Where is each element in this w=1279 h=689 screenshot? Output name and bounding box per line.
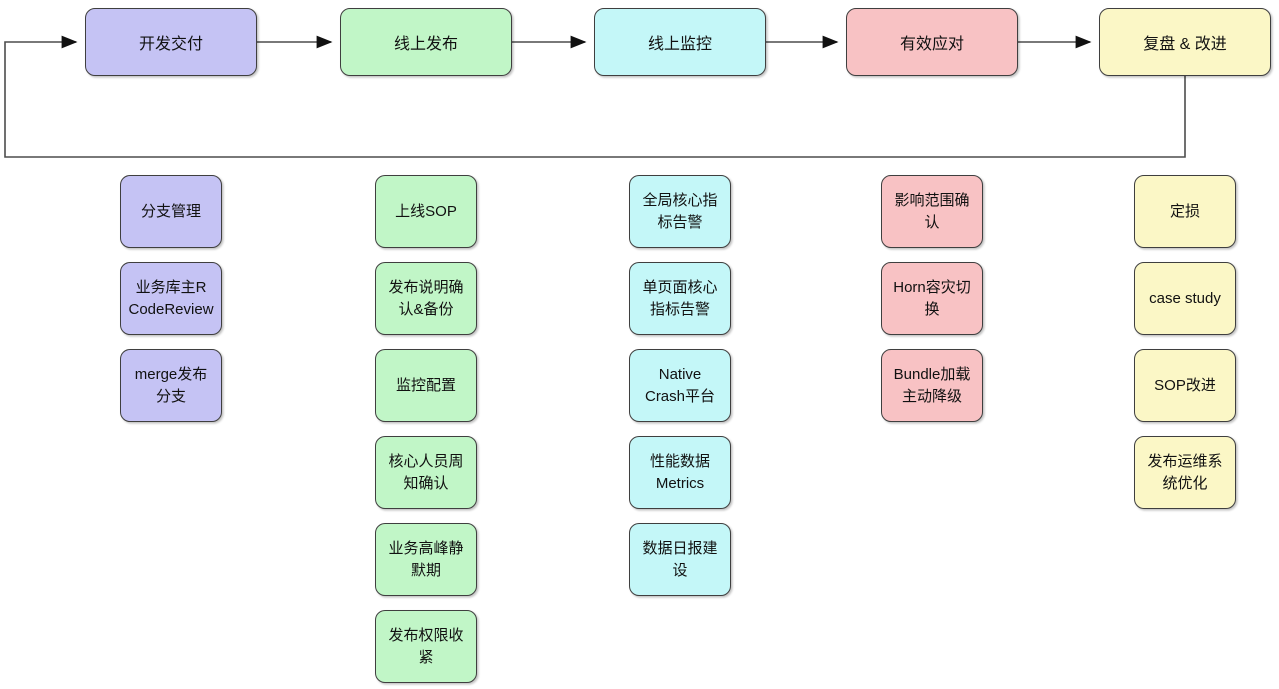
stage-node: 有效应对 <box>846 8 1018 76</box>
stage-item: 数据日报建设 <box>629 523 731 596</box>
stage-item: 单页面核心指标告警 <box>629 262 731 335</box>
stage-item: 影响范围确认 <box>881 175 983 248</box>
item-label: 业务高峰静默期 <box>388 539 464 579</box>
item-label: 单页面核心指标告警 <box>642 278 718 318</box>
stage-item: Horn容灾切换 <box>881 262 983 335</box>
stage-node: 复盘 & 改进 <box>1099 8 1271 76</box>
item-label: 上线SOP <box>395 202 457 220</box>
item-label: 分支管理 <box>140 202 201 220</box>
stage-label: 复盘 & 改进 <box>1143 36 1227 53</box>
stage-item: SOP改进 <box>1134 349 1236 422</box>
stage-item: 业务高峰静默期 <box>375 523 477 596</box>
stage-item: 发布权限收紧 <box>375 610 477 683</box>
item-label: Native Crash平台 <box>644 365 715 405</box>
stage-item: 上线SOP <box>375 175 477 248</box>
item-label: 核心人员周知确认 <box>388 452 464 492</box>
item-label: SOP改进 <box>1154 376 1216 394</box>
item-label: 数据日报建设 <box>642 539 718 579</box>
stage-item: Native Crash平台 <box>629 349 731 422</box>
item-label: 业务库主R CodeReview <box>128 278 214 318</box>
stage-label: 线上发布 <box>393 36 458 53</box>
stage-node: 线上监控 <box>594 8 766 76</box>
item-label: Bundle加载主动降级 <box>893 365 971 405</box>
stage-item: 全局核心指标告警 <box>629 175 731 248</box>
item-label: merge发布分支 <box>134 365 208 405</box>
stage-label: 有效应对 <box>899 36 964 53</box>
stage-item: 分支管理 <box>120 175 222 248</box>
item-label: 全局核心指标告警 <box>642 191 718 231</box>
item-label: Horn容灾切换 <box>893 278 971 318</box>
stage-label: 线上监控 <box>647 36 712 53</box>
stage-item: Bundle加载主动降级 <box>881 349 983 422</box>
stage-node: 线上发布 <box>340 8 512 76</box>
item-label: case study <box>1149 289 1221 307</box>
item-label: 发布说明确认&备份 <box>388 278 464 318</box>
item-label: 发布运维系统优化 <box>1147 452 1223 492</box>
stage-label: 开发交付 <box>138 36 203 53</box>
stage-item: 监控配置 <box>375 349 477 422</box>
stage-item: 核心人员周知确认 <box>375 436 477 509</box>
stage-node: 开发交付 <box>85 8 257 76</box>
stage-item: merge发布分支 <box>120 349 222 422</box>
item-label: 影响范围确认 <box>894 191 970 231</box>
stage-item: 发布说明确认&备份 <box>375 262 477 335</box>
item-label: 监控配置 <box>395 376 456 394</box>
item-label: 发布权限收紧 <box>388 626 464 666</box>
feedback-loop-line <box>4 35 1186 158</box>
stage-item: 定损 <box>1134 175 1236 248</box>
stage-item: 性能数据Metrics <box>629 436 731 509</box>
item-label: 性能数据Metrics <box>649 452 710 492</box>
stage-item: 业务库主R CodeReview <box>120 262 222 335</box>
stage-item: 发布运维系统优化 <box>1134 436 1236 509</box>
stage-item: case study <box>1134 262 1236 335</box>
item-label: 定损 <box>1169 202 1200 220</box>
